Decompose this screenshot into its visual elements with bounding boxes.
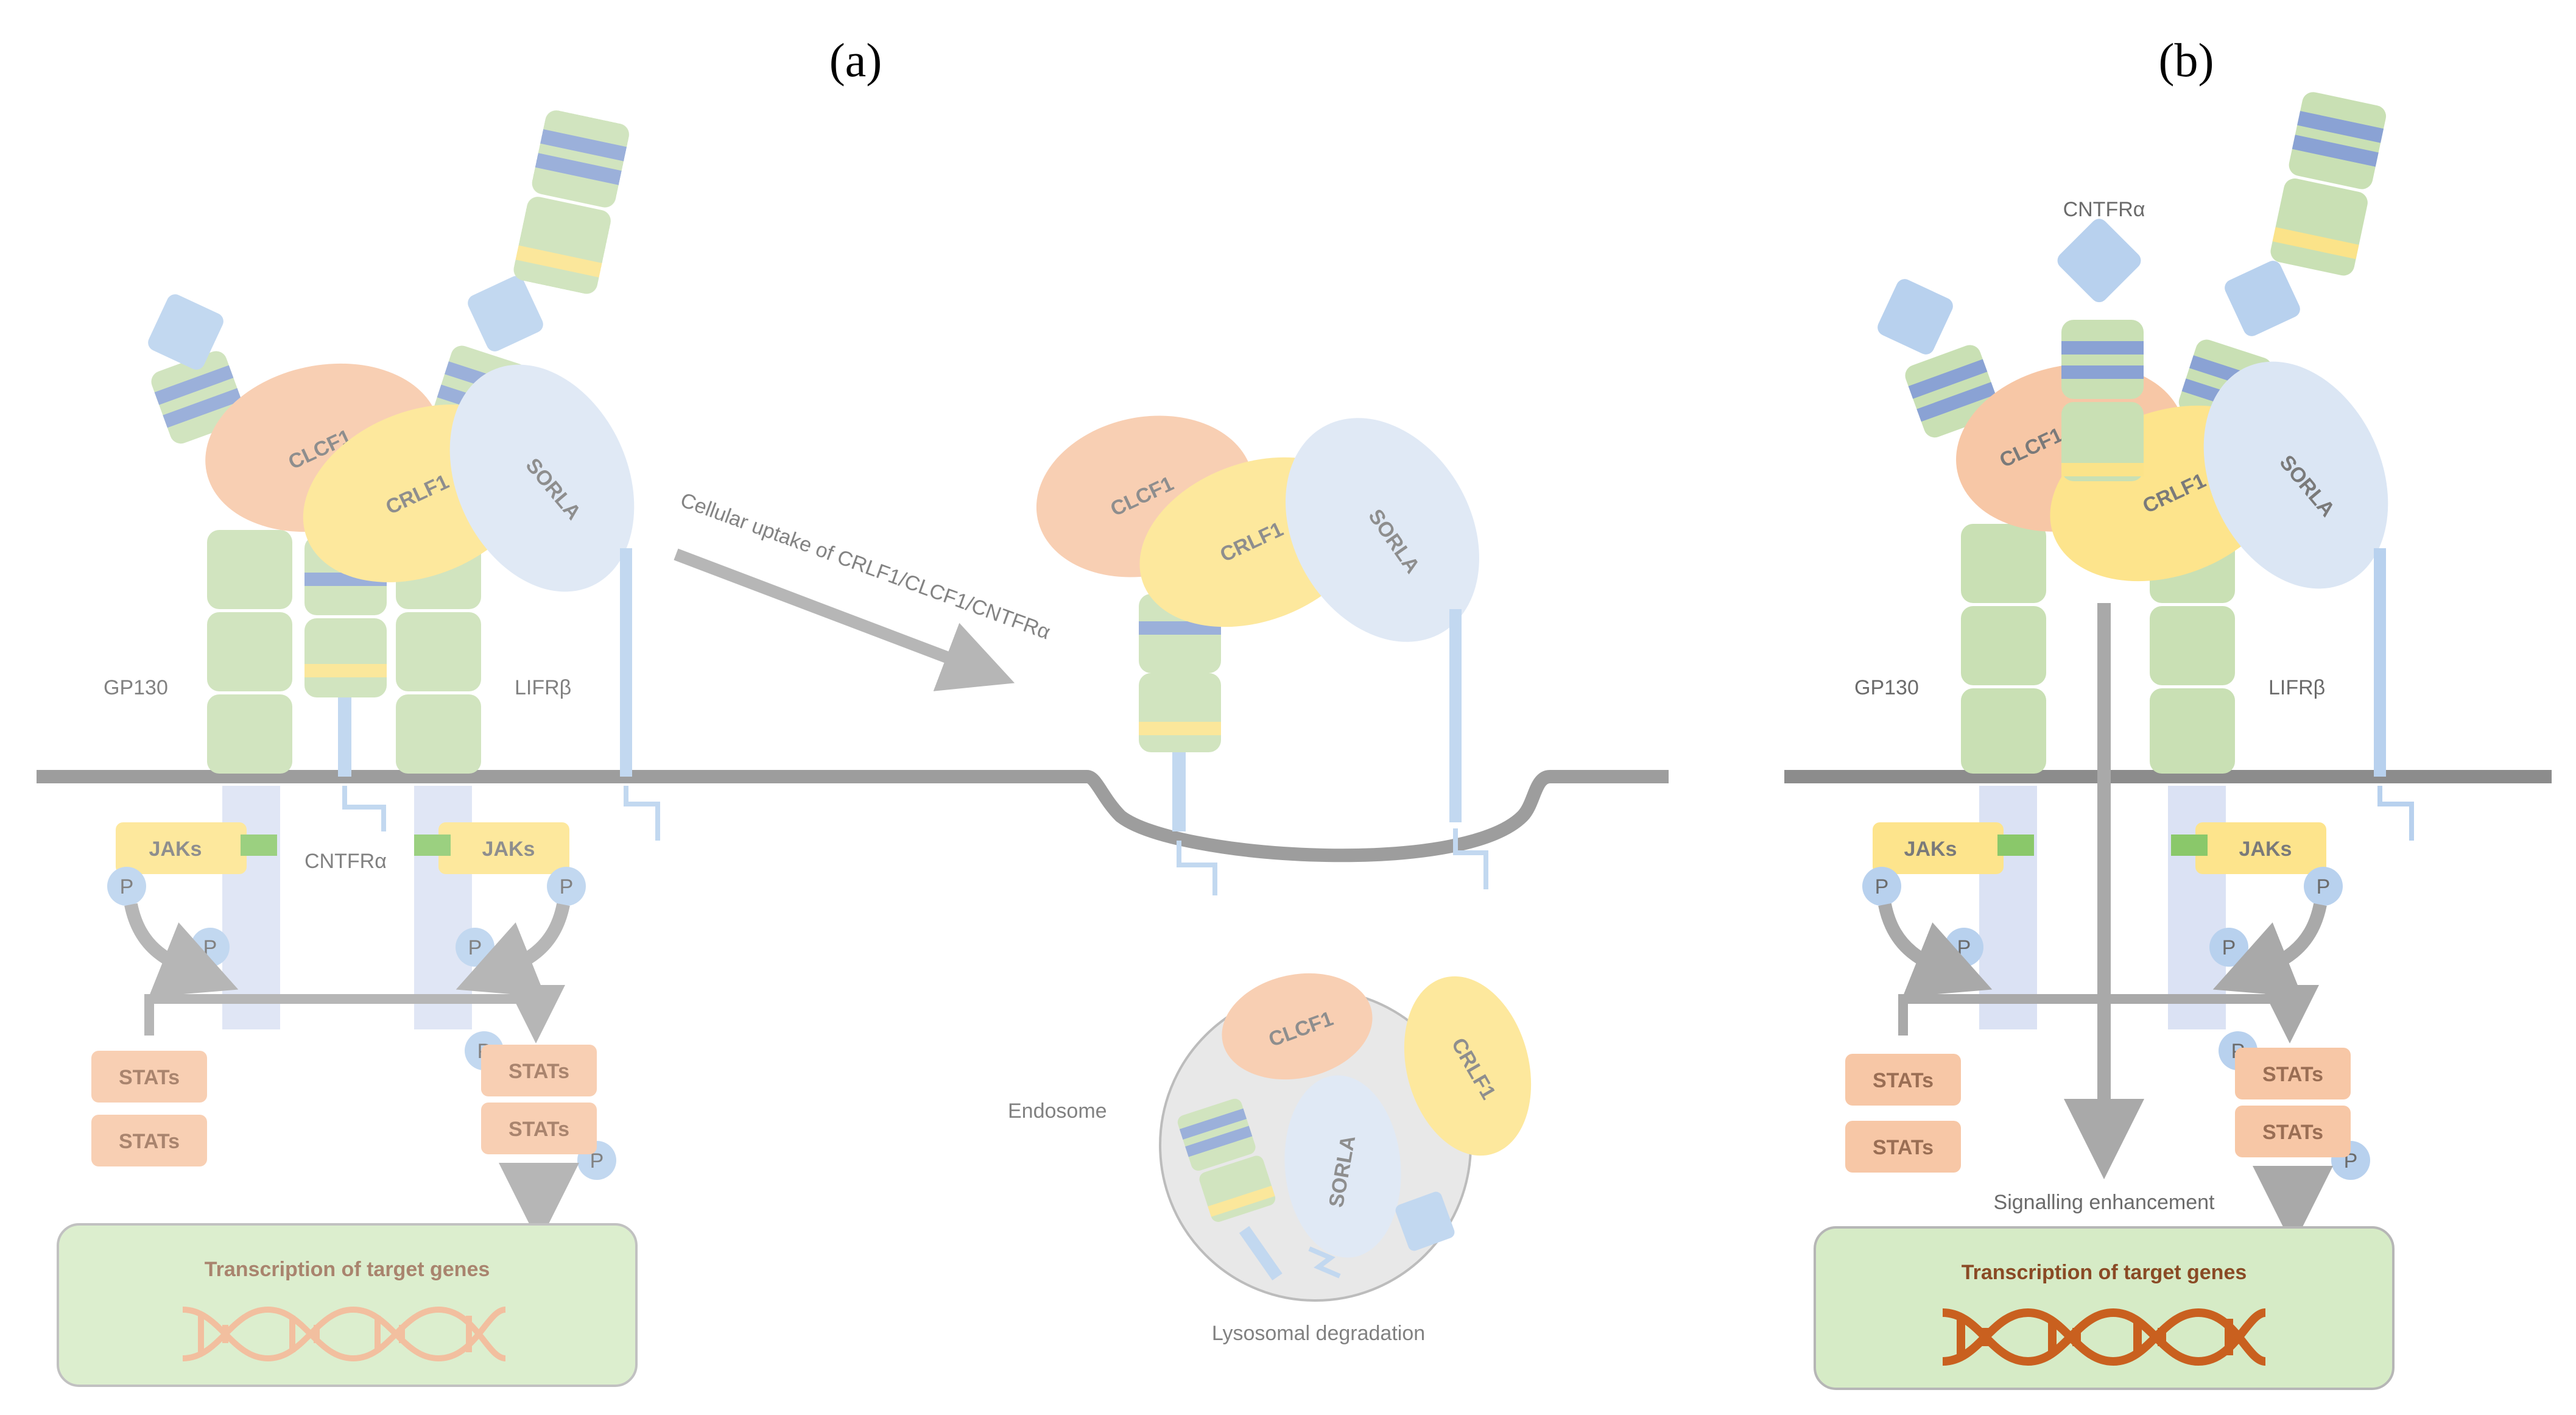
- svg-text:P: P: [203, 936, 217, 959]
- panel-b-label: (b): [2159, 34, 2214, 86]
- svg-text:STATs: STATs: [1873, 1069, 1934, 1092]
- dna-icon-b: [1942, 1308, 2267, 1366]
- stat-translocation-arrow: [144, 985, 565, 1043]
- transcription-label-a: Transcription of target genes: [205, 1258, 490, 1281]
- gp130-receptor: [207, 530, 292, 774]
- jak-right-label: JAKs: [482, 838, 535, 861]
- svg-text:STATs: STATs: [2262, 1063, 2323, 1086]
- svg-text:STATs: STATs: [119, 1130, 180, 1153]
- svg-text:P: P: [468, 936, 482, 959]
- nucleus-a: [57, 1223, 638, 1387]
- stats-inactive: STATs STATs: [91, 1051, 207, 1166]
- lysosomal-degradation-label: Lysosomal degradation: [1212, 1322, 1425, 1345]
- panel-a-label: (a): [829, 34, 882, 86]
- svg-text:P: P: [560, 875, 574, 898]
- jak-right: JAKs: [414, 822, 569, 874]
- svg-text:STATs: STATs: [509, 1118, 569, 1141]
- svg-text:P: P: [2317, 875, 2331, 898]
- transcription-label-b: Transcription of target genes: [1962, 1261, 2247, 1284]
- svg-text:JAKs: JAKs: [2239, 838, 2292, 861]
- svg-text:P: P: [120, 875, 134, 898]
- phospho-arrow-right: [456, 903, 570, 997]
- cell-membrane-a: [37, 770, 1669, 863]
- sorla-tail: [624, 786, 660, 841]
- svg-text:P: P: [2222, 936, 2236, 959]
- cntfr-alpha-label-b: CNTFRα: [2063, 198, 2145, 221]
- panel-b: CLCF1 CRLF1 SORLA CNTFRα GP130 LIFRβ JAK…: [1784, 92, 2552, 1390]
- dna-icon-a: [182, 1306, 506, 1362]
- phospho-arrow-left: [124, 903, 239, 997]
- svg-text:STATs: STATs: [2262, 1121, 2323, 1144]
- svg-text:P: P: [1875, 875, 1889, 898]
- stats-inactive-b: STATs STATs: [1845, 1054, 1961, 1173]
- jak-left-b: JAKs: [1873, 822, 2034, 874]
- svg-text:P: P: [1957, 936, 1971, 959]
- panel-a: CLCF1 CRLF1 SORLA GP130 LIFRβ CNTFRα JAK…: [37, 110, 1669, 1387]
- lifrb-label-b: LIFRβ: [2268, 676, 2325, 699]
- gp130-receptor-b: [1961, 524, 2046, 774]
- sorla-protein: [449, 364, 635, 592]
- gp130-label: GP130: [104, 676, 168, 699]
- gp130-label-b: GP130: [1854, 676, 1919, 699]
- stats-active-b: STATs STATs: [2235, 1048, 2351, 1157]
- svg-text:STATs: STATs: [509, 1060, 569, 1083]
- jak-left-label: JAKs: [149, 838, 202, 861]
- svg-text:STATs: STATs: [119, 1066, 180, 1089]
- endosome-label: Endosome: [1008, 1099, 1107, 1123]
- cntfr-alpha-soluble: [2057, 219, 2144, 481]
- svg-text:JAKs: JAKs: [1904, 838, 1957, 861]
- sorla-stalk: [620, 548, 632, 777]
- cntfr-alpha-label: CNTFRα: [304, 850, 387, 873]
- lifrb-label: LIFRβ: [515, 676, 571, 699]
- jak-right-b: JAKs: [2171, 822, 2326, 874]
- uptake-arrow: [674, 548, 1015, 691]
- svg-text:P: P: [590, 1149, 604, 1173]
- internalized-complex: CLCF1 CRLF1 SORLA: [1036, 415, 1488, 895]
- stats-active: STATs STATs: [481, 1045, 597, 1154]
- jak-left: JAKs: [116, 822, 277, 874]
- svg-text:STATs: STATs: [1873, 1136, 1934, 1159]
- signalling-enhancement-label: Signalling enhancement: [1994, 1191, 2215, 1214]
